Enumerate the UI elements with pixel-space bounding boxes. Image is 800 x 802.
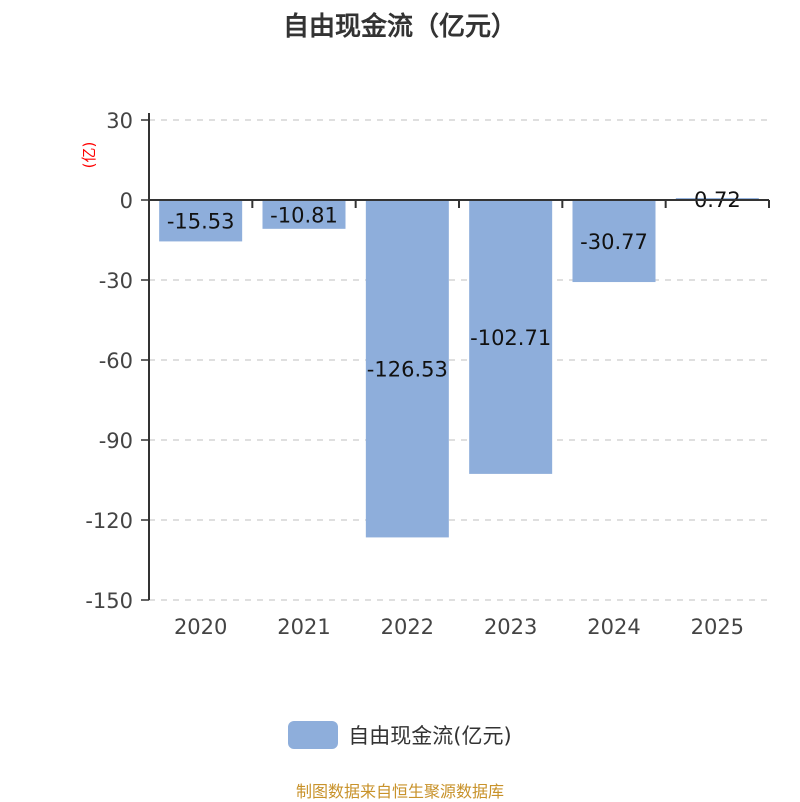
- legend-swatch: [288, 721, 339, 749]
- x-tick-label: 2025: [691, 615, 744, 639]
- x-tick-label: 2021: [277, 615, 330, 639]
- y-tick-label: -60: [99, 349, 133, 373]
- bar-2020: [159, 200, 243, 242]
- y-tick-label: 0: [120, 189, 133, 213]
- legend-label: 自由现金流(亿元): [348, 724, 512, 748]
- bar-2023: [469, 200, 553, 474]
- chart-title: 自由现金流（亿元）: [282, 12, 517, 42]
- data-label: -10.81: [270, 203, 338, 227]
- data-label: -126.53: [367, 358, 448, 382]
- data-label: -102.71: [470, 326, 551, 350]
- bar-2021: [262, 200, 346, 229]
- bar-2024: [572, 200, 656, 283]
- bar-2022: [365, 200, 449, 538]
- data-label: -15.53: [167, 210, 235, 234]
- x-tick-label: 2020: [174, 615, 227, 639]
- legend[interactable]: 自由现金流(亿元): [0, 720, 800, 750]
- y-tick-label: -120: [85, 509, 133, 533]
- data-label: -30.77: [580, 230, 648, 254]
- y-axis-label: (亿): [80, 142, 98, 169]
- x-tick-label: 2022: [381, 615, 434, 639]
- x-tick-label: 2024: [587, 615, 640, 639]
- source-note: 制图数据来自恒生聚源数据库: [295, 782, 504, 801]
- y-tick-label: -90: [99, 429, 133, 453]
- y-tick-label: -150: [85, 589, 133, 613]
- x-tick-label: 2023: [484, 615, 537, 639]
- y-tick-label: -30: [99, 269, 133, 293]
- y-tick-label: 30: [106, 109, 133, 133]
